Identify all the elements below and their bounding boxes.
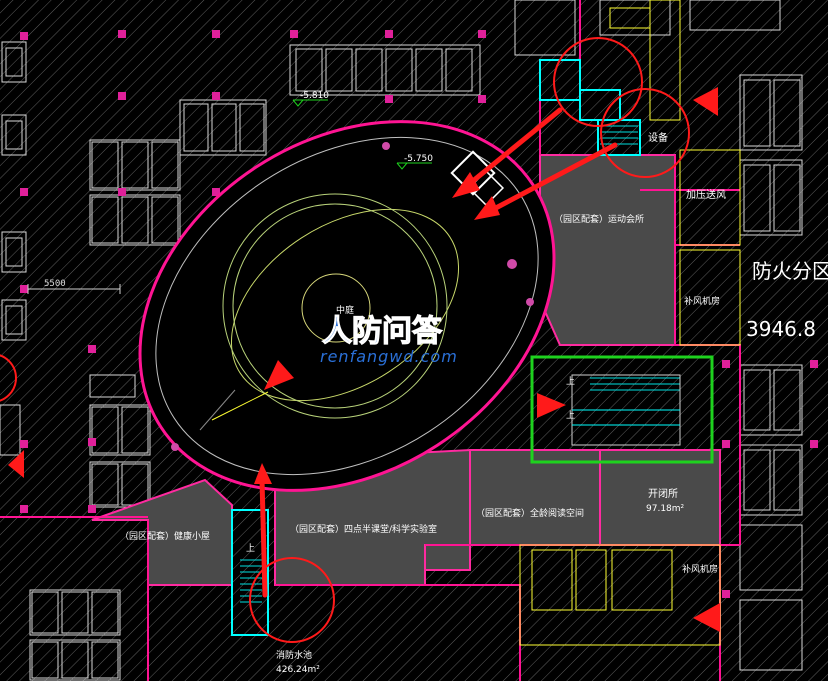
dimension-label-5500: 5500 bbox=[44, 279, 66, 289]
elevation-markers bbox=[292, 99, 432, 170]
room-label-switch-station-area: 97.18m² bbox=[646, 504, 685, 514]
watermark-cn: 人防问答 bbox=[322, 314, 443, 349]
room-label-sports-hall: （园区配套）运动会所 bbox=[554, 213, 644, 225]
room-label-health-house: （园区配套）健康小屋 bbox=[120, 530, 210, 542]
stairs-cyan bbox=[231, 59, 641, 636]
room-label-equipment: 设备 bbox=[648, 131, 668, 144]
elevation-label-1: -5.810 bbox=[300, 91, 329, 101]
stair-up-mark-1: 上 bbox=[566, 376, 575, 387]
escalator-zone bbox=[530, 355, 714, 464]
room-label-fire-pool-area: 426.24m² bbox=[276, 665, 320, 675]
room-label-supply-fan-2: 补风机房 bbox=[682, 563, 718, 575]
fire-compartment-area: 3946.8 bbox=[746, 317, 816, 341]
dimension-5500 bbox=[27, 284, 121, 294]
column-dots bbox=[171, 142, 534, 451]
structural-columns bbox=[20, 30, 818, 598]
cores-yellow bbox=[519, 0, 741, 646]
room-label-science-room: （园区配套）四点半课堂/科学实验室 bbox=[290, 523, 437, 535]
courtyard-ellipse bbox=[138, 120, 556, 492]
fire-compartment-label: 防火分区 bbox=[752, 259, 828, 283]
room-label-reading-space: （园区配套）全龄阅读空间 bbox=[476, 507, 584, 519]
room-label-courtyard: 中庭 bbox=[336, 304, 354, 316]
room-label-switch-station: 开闭所 bbox=[648, 487, 678, 500]
red-arrows bbox=[254, 107, 618, 598]
elevation-label-2: -5.750 bbox=[404, 154, 433, 164]
parking-bays-left bbox=[0, 41, 481, 681]
room-label-fire-pool: 消防水池 bbox=[276, 649, 312, 661]
stair-up-mark-2: 上 bbox=[566, 410, 575, 421]
stair-up-mark-3: 上 bbox=[246, 543, 255, 554]
red-circle-marks bbox=[0, 37, 690, 643]
room-label-pressurize-fan: 加压送风 bbox=[686, 188, 726, 201]
room-label-supply-fan-1: 补风机房 bbox=[684, 295, 720, 307]
stair-treads bbox=[240, 125, 680, 603]
red-triangle-markers bbox=[8, 87, 720, 632]
watermark-en: renfangwd.com bbox=[320, 347, 458, 366]
